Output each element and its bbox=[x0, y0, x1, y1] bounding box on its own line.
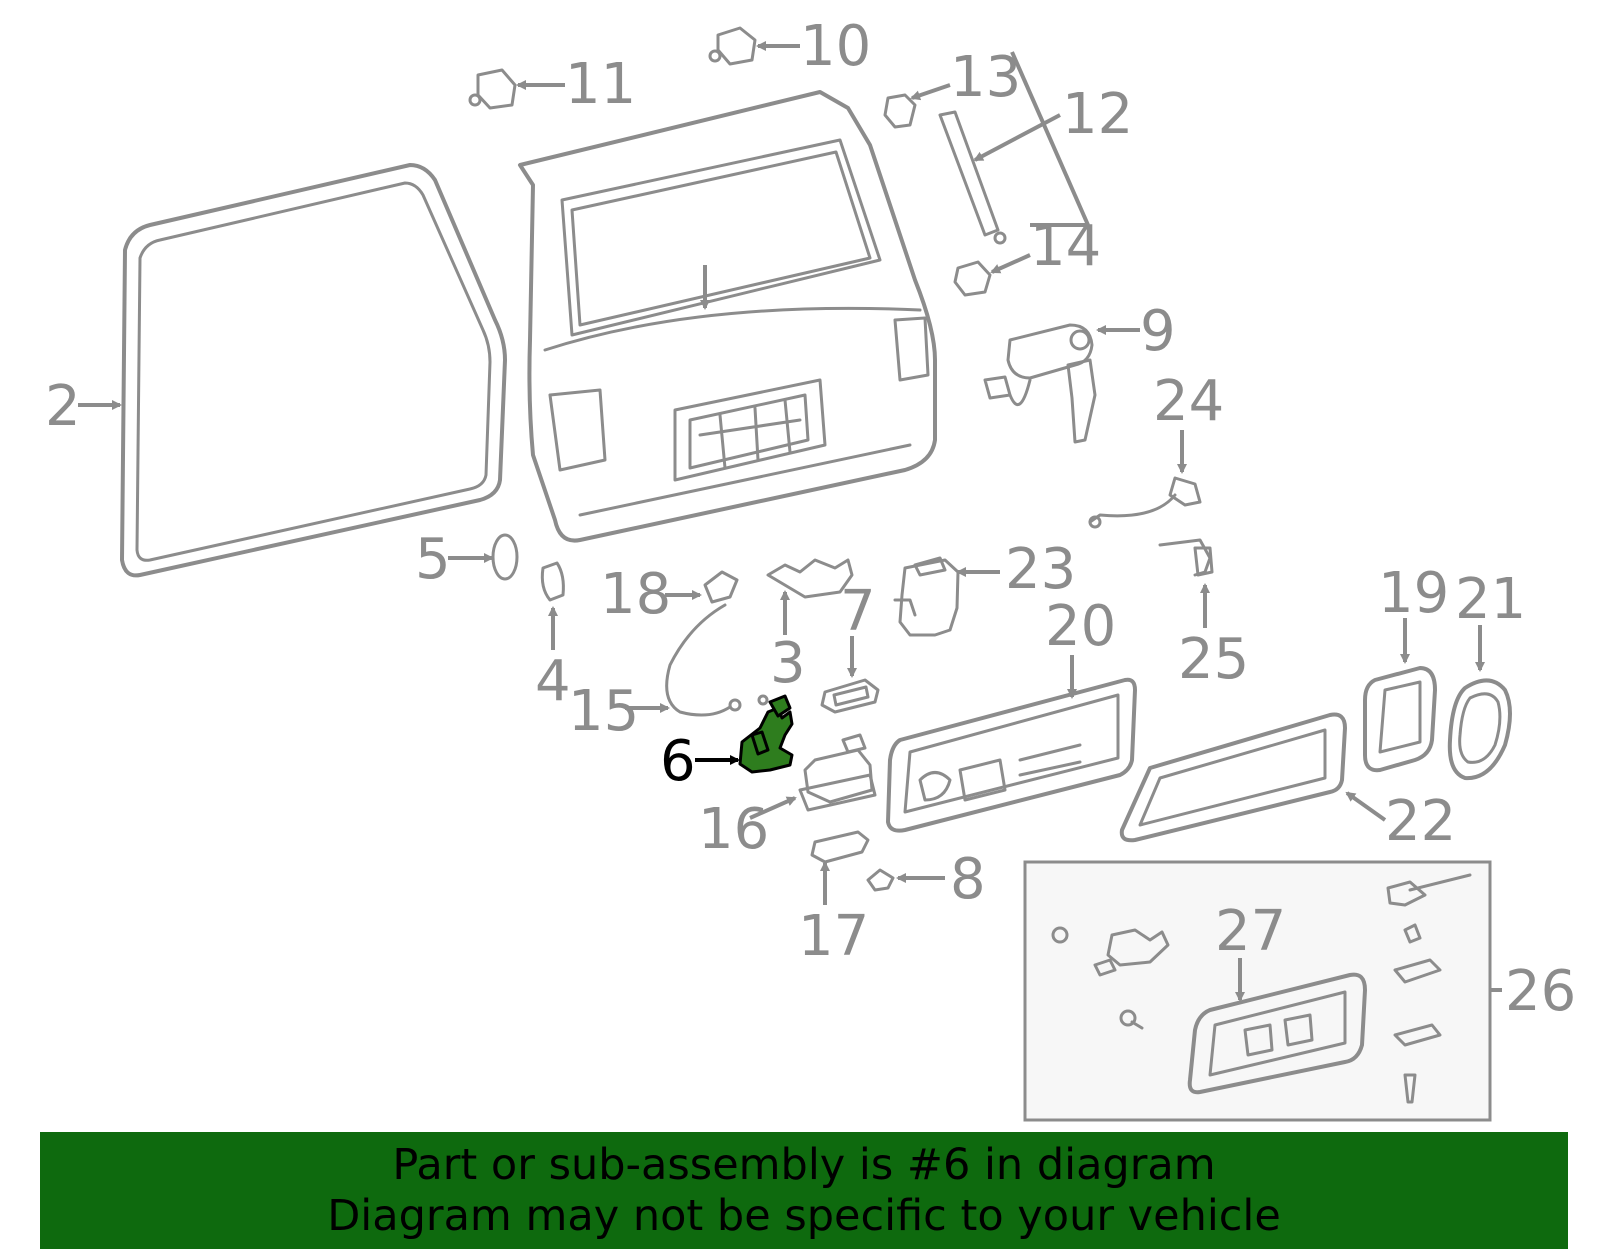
label-5: 5 bbox=[415, 527, 451, 592]
label-17: 17 bbox=[798, 904, 869, 969]
part-17 bbox=[810, 830, 870, 864]
label-15: 15 bbox=[568, 679, 639, 744]
part-5 bbox=[491, 533, 519, 581]
part-22-lens bbox=[1119, 712, 1347, 843]
label-6: 6 bbox=[660, 729, 696, 794]
part-12-strut bbox=[938, 110, 1007, 245]
part-7 bbox=[820, 678, 880, 714]
part-11 bbox=[468, 68, 517, 110]
part-4 bbox=[540, 561, 565, 602]
label-13: 13 bbox=[950, 45, 1021, 110]
part-15-cable bbox=[665, 603, 769, 717]
part-21 bbox=[1447, 678, 1512, 781]
part-9-lock bbox=[983, 323, 1097, 444]
label-10: 10 bbox=[800, 14, 871, 79]
label-24: 24 bbox=[1153, 369, 1224, 434]
footer-line-1: Part or sub-assembly is #6 in diagram bbox=[392, 1139, 1216, 1190]
label-4: 4 bbox=[535, 649, 571, 714]
label-22: 22 bbox=[1385, 789, 1456, 854]
label-20: 20 bbox=[1045, 594, 1116, 659]
label-12: 12 bbox=[1062, 82, 1133, 147]
label-14: 14 bbox=[1030, 214, 1101, 279]
footer-line-2: Diagram may not be specific to your vehi… bbox=[327, 1190, 1281, 1241]
label-19: 19 bbox=[1378, 561, 1449, 626]
label-2: 2 bbox=[45, 374, 81, 439]
label-25: 25 bbox=[1178, 627, 1249, 692]
part-25 bbox=[1158, 538, 1214, 577]
part-3 bbox=[766, 558, 854, 599]
label-7: 7 bbox=[840, 579, 876, 644]
part-14 bbox=[953, 260, 992, 297]
part-13 bbox=[883, 93, 917, 129]
back-door-panel bbox=[518, 90, 937, 543]
part-16 bbox=[798, 733, 877, 812]
label-18: 18 bbox=[600, 562, 671, 627]
label-3: 3 bbox=[770, 631, 806, 696]
label-11: 11 bbox=[565, 52, 636, 117]
label-21: 21 bbox=[1455, 567, 1526, 632]
part-10 bbox=[708, 26, 757, 66]
part-18 bbox=[703, 570, 739, 604]
label-9: 9 bbox=[1140, 299, 1176, 364]
part-2-weatherstrip bbox=[120, 163, 507, 578]
label-16: 16 bbox=[698, 797, 769, 862]
part-26-kit-box bbox=[1023, 860, 1492, 1122]
label-27: 27 bbox=[1215, 899, 1286, 964]
footer-banner: Part or sub-assembly is #6 in diagram Di… bbox=[40, 1132, 1568, 1249]
part-8 bbox=[866, 868, 895, 892]
part-20-lamp bbox=[886, 677, 1137, 833]
label-8: 8 bbox=[950, 847, 986, 912]
label-23: 23 bbox=[1005, 537, 1076, 602]
part-24 bbox=[1088, 476, 1202, 529]
part-19 bbox=[1363, 666, 1437, 773]
part-6-highlighted bbox=[738, 694, 794, 774]
part-23 bbox=[893, 556, 960, 637]
label-26: 26 bbox=[1505, 959, 1576, 1024]
